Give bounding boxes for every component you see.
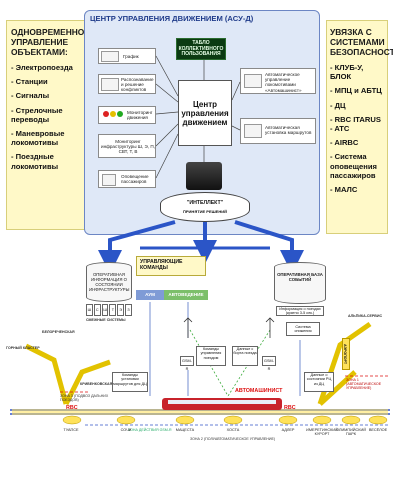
system-cell: Э (117, 304, 125, 316)
conflict-resolution-box: Распознавание и решение конфликтов (98, 74, 156, 94)
center-title: ЦЕНТР УПРАВЛЕНИЯ ДВИЖЕНИЕМ (АСУ-Д) (90, 14, 254, 23)
autodriver-label: Автоматическое управление локомотивами «… (265, 72, 302, 93)
passenger-notification-label: Оповещение пассажиров (121, 174, 149, 185)
conflict-icon (101, 78, 119, 91)
rbc-right: RBC (284, 405, 296, 411)
schedule-box: График (98, 48, 156, 64)
route-commands-box: Команды установки маршрутов для ДЦ (112, 372, 148, 392)
traffic-light-icon (103, 111, 125, 120)
list-item: - Поездные локомотивы (11, 152, 59, 171)
list-item: - Сигналы (11, 91, 50, 101)
gorny-label: ГОРНЫЙ КЛАСТЕР (6, 346, 40, 350)
infrastructure-monitoring-box: Мониторинг инфраструктуры Ш, Э, П, СВТ, … (98, 134, 156, 158)
zone-lines (60, 375, 390, 426)
schedule-label: График (123, 54, 139, 59)
zone-long-label: ЗОНА 3 (ПОДВОЗ ДАЛЬНИХ ПОЕЗДОВ) (60, 394, 109, 402)
airport-tag: АЭРОПОРТ (342, 338, 350, 370)
schedule-chart-icon (101, 51, 119, 62)
station-label: АДЛЕР (281, 428, 295, 432)
loudspeaker-icon (102, 174, 116, 186)
collective-display-board: ТАБЛО КОЛЛЕКТИВНОГО ПОЛЬЗОВАНИЯ (176, 38, 226, 60)
gsm-node-right: GSM-R (262, 356, 276, 371)
zone-auto-label: ЗОНА 1 (АВТОМАТИЧЕСКОЕ УПРАВЛЕНИЕ) (346, 378, 382, 390)
center-connector-lines (155, 55, 241, 179)
infrastructure-db: ОПЕРАТИВНАЯ ИНФОРМАЦИЯ О СОСТОЯНИИ ИНФРА… (86, 262, 132, 302)
list-item: - Электропоезда (11, 63, 73, 72)
train-commands-box: Команды управления поездом (196, 346, 226, 366)
aum-tag: АУМ (136, 290, 164, 300)
intellect-sublabel: ПРИНЯТИЕ РЕШЕНИЙ (183, 209, 227, 214)
route-icon (244, 124, 262, 138)
station-label: ИМЕРЕТИНСКИЙ КУРОРТ (306, 428, 338, 436)
list-item: - AIRBC (330, 138, 359, 148)
traffic-monitoring-box: Мониторинг движения (98, 106, 156, 124)
electric-train (162, 398, 282, 410)
auto-route-label: Автоматическая установка маршрутов (265, 125, 312, 136)
station-label: СОЧИ (120, 428, 132, 432)
list-item: - ДЦ (330, 100, 346, 110)
krivenkovsk-label: КРИВЕНКОВСКАЯ (80, 382, 113, 386)
left-objects-panel: ОДНОВРЕМЕННОЕ УПРАВЛЕНИЕ ОБЪЕКТАМИ: - Эл… (6, 20, 90, 230)
reduction-system: Система снижения (286, 322, 320, 336)
traffic-monitoring-label: Мониторинг движения (127, 110, 153, 121)
train-info-note: Информация о поездах (кратно 3-5 сек.) (276, 306, 324, 316)
system-cell: Ш (86, 304, 93, 316)
passenger-notification-box: Оповещение пассажиров (98, 170, 156, 188)
adjacent-systems-label: СМЕЖНЫЕ СИСТЕМЫ (86, 318, 126, 322)
list-item: - Станции (11, 77, 48, 87)
zone-gsm-label: ЗОНА ДЕЙСТВИЯ GSM-R (128, 428, 172, 432)
train-icon (244, 74, 262, 88)
autodriver-box: Автоматическое управление локомотивами «… (240, 68, 316, 94)
auto-route-box: Автоматическая установка маршрутов (240, 118, 316, 144)
list-item: - КЛУБ-У, БЛОК (330, 63, 364, 82)
system-cell: Т (109, 304, 117, 316)
right-panel-title: УВЯЗКА С СИСТЕМАМИ БЕЗОПАСНОСТИ: (330, 27, 393, 57)
list-item: - МАЛС (330, 185, 358, 195)
station-label: ВЕСЁЛОЕ (368, 428, 388, 432)
autoved-tag: АВТОВЕДЕНИЕ (164, 290, 208, 300)
infrastructure-monitoring-label: Мониторинг инфраструктуры Ш, Э, П, СВТ, … (101, 139, 155, 155)
station-label: ТУАПСЕ (63, 428, 79, 432)
right-safety-panel: УВЯЗКА С СИСТЕМАМИ БЕЗОПАСНОСТИ: - КЛУБ-… (326, 20, 393, 234)
intellect-label: "ИНТЕЛЛЕКТ" (186, 200, 224, 206)
radio-dashed-links (189, 329, 271, 397)
station-markers (62, 415, 388, 425)
list-item: - МПЦ и АБТЦ (330, 86, 382, 96)
rc-state-data-box: Данные о состоянии РЦ из ДЦ (304, 372, 334, 392)
station-label: МАЦЕСТА (175, 428, 195, 432)
gsm-antenna-icons (183, 317, 275, 338)
conflict-label: Распознавание и решение конфликтов (121, 77, 154, 93)
list-item: - Стрелочные переводы (11, 105, 63, 124)
right-systems-list: - КЛУБ-У, БЛОК - МПЦ и АБТЦ - ДЦ - RBC I… (330, 63, 384, 194)
zone-semi-label: ЗОНА 2 (ПОЛУАВТОМАТИЧЕСКОЕ УПРАВЛЕНИЕ) (190, 437, 276, 441)
rbc-left: RBC (66, 405, 78, 411)
events-db: ОПЕРАТИВНАЯ БАЗА СОБЫТИЙ (274, 262, 326, 304)
list-item: - RBC ITARUS - ATC (330, 114, 381, 134)
left-objects-list: - Электропоезда - Станции - Сигналы - Ст… (11, 63, 81, 171)
control-commands-block: УПРАВЛЯЮЩИЕ КОМАНДЫ (136, 256, 206, 276)
adjacent-systems: Ш С Ш Т Э З (86, 304, 132, 316)
left-panel-title: ОДНОВРЕМЕННОЕ УПРАВЛЕНИЕ ОБЪЕКТАМИ: (11, 27, 90, 57)
list-item: - Маневровые локомотивы (11, 129, 65, 148)
gsm-node-left: GSM-R (180, 356, 194, 371)
system-cell: З (125, 304, 132, 316)
system-cell: С (93, 304, 101, 316)
list-item: - Система оповещения пассажиров (330, 152, 377, 180)
train-data-box: Данные с борта поезда (232, 346, 258, 366)
control-center-core: Центр управления движением (178, 80, 232, 146)
intellect-decision-module: "ИНТЕЛЛЕКТ" ПРИНЯТИЕ РЕШЕНИЙ (160, 192, 250, 222)
belorech-label: БЕЛОРЕЧЕНСКАЯ (42, 330, 75, 334)
station-label: ОЛИМПИЙСКИЙ ПАРК (336, 428, 366, 436)
autodriver-label-red: АВТОМАШИНИСТ (235, 388, 283, 394)
server-icon (186, 162, 222, 190)
alpina-label: АЛЬПИКА-СЕРВИС (348, 314, 383, 318)
station-label: ХОСТА (226, 428, 240, 432)
system-cell: Ш (101, 304, 109, 316)
